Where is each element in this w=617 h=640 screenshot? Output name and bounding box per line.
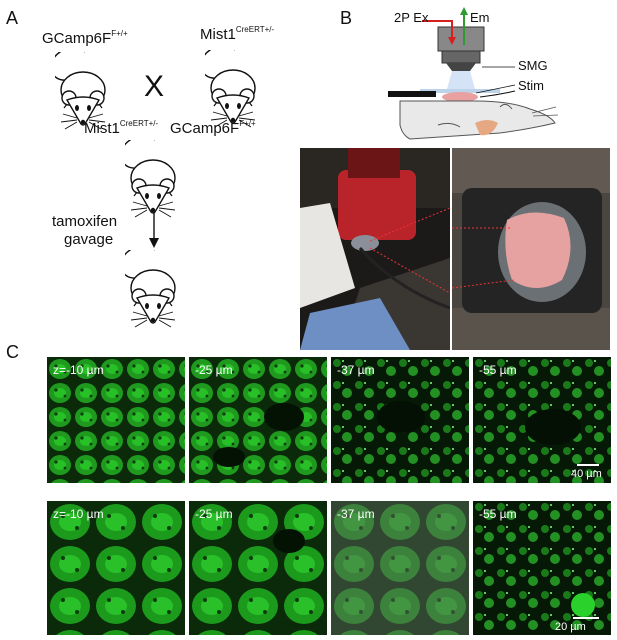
offspring-genotype-line2: GCamp6FF+/+ — [170, 119, 256, 137]
scale-bar — [577, 464, 599, 466]
depth-label: -37 µm — [337, 507, 375, 521]
treatment-label-line2: gavage — [64, 231, 114, 248]
micrograph-row2-col1: z=-10 µm — [47, 501, 185, 635]
scale-bar-label: 40 µm — [571, 468, 602, 480]
excitation-label: 2P Ex — [394, 10, 429, 25]
micrograph-row1-col3: -37 µm — [331, 357, 469, 483]
micrograph-row2-col2: -25 µm — [189, 501, 327, 635]
treatment-label-line1: tamoxifen — [52, 213, 118, 230]
cross-symbol: X — [144, 70, 165, 103]
stim-label: Stim — [518, 78, 544, 93]
micrograph-row2-col3: -37 µm — [331, 501, 469, 635]
parent-right-label: Mist1CreERT+/- — [200, 25, 275, 43]
panel-label-a: A — [6, 8, 19, 28]
scale-bar-label: 20 µm — [555, 621, 586, 633]
parent-left-label: GCamp6FF+/+ — [42, 29, 128, 47]
panel-label-b: B — [340, 8, 353, 28]
depth-label: -55 µm — [479, 507, 517, 521]
micrograph-row1-col2: -25 µm — [189, 357, 327, 483]
parent-mouse-right — [205, 50, 256, 128]
imaging-setup-schematic — [388, 7, 559, 140]
panel-label-c: C — [6, 342, 19, 362]
depth-label: -55 µm — [479, 363, 517, 377]
offspring-mouse — [125, 140, 176, 218]
depth-label: -25 µm — [195, 507, 233, 521]
offspring-genotype-line1: Mist1CreERT+/- — [84, 119, 159, 137]
surgical-setup-photo — [300, 148, 450, 350]
micrograph-row1-col4: -55 µm 40 µm — [473, 357, 611, 483]
down-arrow-icon — [149, 212, 159, 248]
depth-label: z=-10 µm — [53, 363, 104, 377]
exposed-gland-photo — [452, 148, 610, 350]
scale-bar — [573, 617, 599, 619]
micrograph-row1-col1: z=-10 µm — [47, 357, 185, 483]
emission-label: Em — [470, 10, 490, 25]
treated-mouse — [125, 250, 176, 328]
depth-label: -25 µm — [195, 363, 233, 377]
depth-label: -37 µm — [337, 363, 375, 377]
depth-label: z=-10 µm — [53, 507, 104, 521]
gland-label: SMG — [518, 58, 548, 73]
micrograph-row2-col4: -55 µm 20 µm — [473, 501, 611, 635]
